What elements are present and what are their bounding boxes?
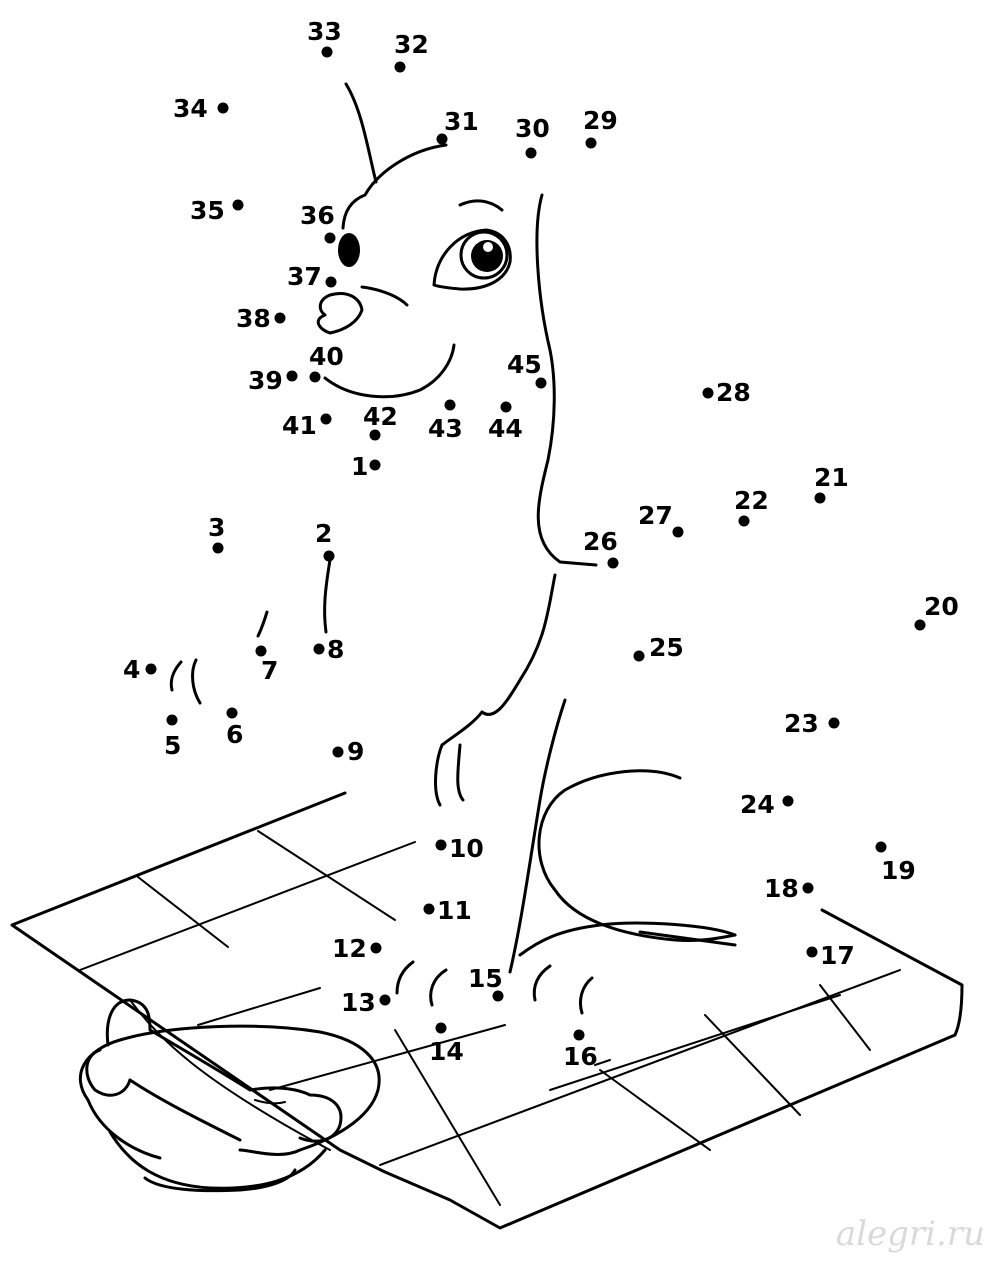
dot-37 (325, 276, 337, 288)
dot-label-35: 35 (190, 196, 225, 225)
dot-label-7: 7 (261, 656, 278, 685)
dot-4 (145, 663, 157, 675)
dot-28 (702, 387, 714, 399)
dot-30 (525, 147, 537, 159)
dot-26 (607, 557, 619, 569)
dot-44 (500, 401, 512, 413)
dot-label-13: 13 (341, 988, 376, 1017)
dot-27 (672, 526, 684, 538)
dot-label-18: 18 (764, 874, 799, 903)
dot-33 (321, 46, 333, 58)
dot-20 (914, 619, 926, 631)
dot-36 (324, 232, 336, 244)
dot-label-38: 38 (236, 304, 271, 333)
dot-13 (379, 994, 391, 1006)
dot-label-6: 6 (226, 720, 243, 749)
dot-18 (802, 882, 814, 894)
dot-label-27: 27 (638, 501, 673, 530)
dot-10 (435, 839, 447, 851)
dot-label-12: 12 (332, 934, 367, 963)
dot-5 (166, 714, 178, 726)
nose-icon (338, 233, 360, 267)
dot-label-9: 9 (347, 737, 364, 766)
dot-31 (436, 133, 448, 145)
dot-19 (875, 841, 887, 853)
dot-45 (535, 377, 547, 389)
dot-24 (782, 795, 794, 807)
dot-32 (394, 61, 406, 73)
dot-39 (286, 370, 298, 382)
dot-label-26: 26 (583, 527, 618, 556)
dot-label-2: 2 (315, 519, 332, 548)
dot-17 (806, 946, 818, 958)
dot-label-15: 15 (468, 964, 503, 993)
dot-12 (370, 942, 382, 954)
dot-25 (633, 650, 645, 662)
dot-label-45: 45 (507, 350, 542, 379)
dot-label-30: 30 (515, 114, 550, 143)
dot-label-23: 23 (784, 709, 819, 738)
dot-label-8: 8 (327, 635, 344, 664)
dot-22 (738, 515, 750, 527)
dot-label-19: 19 (881, 856, 916, 885)
dot-6 (226, 707, 238, 719)
dot-label-5: 5 (164, 731, 181, 760)
dot-label-11: 11 (437, 896, 472, 925)
dot-label-1: 1 (351, 452, 368, 481)
dot-label-43: 43 (428, 414, 463, 443)
dot-label-32: 32 (394, 30, 429, 59)
dot-16 (573, 1029, 585, 1041)
bowl-with-bone (78, 998, 381, 1193)
dot-label-33: 33 (307, 17, 342, 46)
dot-label-21: 21 (814, 463, 849, 492)
dot-label-39: 39 (248, 366, 283, 395)
dot-14 (435, 1022, 447, 1034)
dot-label-37: 37 (287, 262, 322, 291)
dot-label-10: 10 (449, 834, 484, 863)
dot-42 (369, 429, 381, 441)
dot-15 (492, 990, 504, 1002)
dog-outline (169, 82, 737, 1015)
dot-label-40: 40 (309, 342, 344, 371)
dot-label-4: 4 (123, 655, 140, 684)
watermark-text: alegri.ru (836, 1214, 985, 1254)
blanket (10, 791, 964, 1230)
dot-label-17: 17 (820, 941, 855, 970)
dot-label-28: 28 (716, 378, 751, 407)
dot-7 (255, 645, 267, 657)
dot-2 (323, 550, 335, 562)
dot-label-36: 36 (300, 201, 335, 230)
dot-1 (369, 459, 381, 471)
dot-label-29: 29 (583, 106, 618, 135)
dot-8 (313, 643, 325, 655)
dot-29 (585, 137, 597, 149)
dot-label-44: 44 (488, 414, 523, 443)
dot-41 (320, 413, 332, 425)
dot-35 (232, 199, 244, 211)
eye-icon (432, 228, 512, 291)
dot-43 (444, 399, 456, 411)
dot-label-3: 3 (208, 513, 225, 542)
dot-label-31: 31 (444, 107, 479, 136)
dot-label-25: 25 (649, 633, 684, 662)
dot-21 (814, 492, 826, 504)
dot-38 (274, 312, 286, 324)
dot-label-34: 34 (173, 94, 208, 123)
dot-34 (217, 102, 229, 114)
dot-label-20: 20 (924, 592, 959, 621)
dot-label-16: 16 (563, 1042, 598, 1071)
dot-label-14: 14 (429, 1037, 464, 1066)
dot-40 (309, 371, 321, 383)
dot-9 (332, 746, 344, 758)
dot-11 (423, 903, 435, 915)
dot-label-22: 22 (734, 486, 769, 515)
dot-label-42: 42 (363, 402, 398, 431)
dot-label-24: 24 (740, 790, 775, 819)
dot-label-41: 41 (282, 411, 317, 440)
dot-23 (828, 717, 840, 729)
dot-3 (212, 542, 224, 554)
